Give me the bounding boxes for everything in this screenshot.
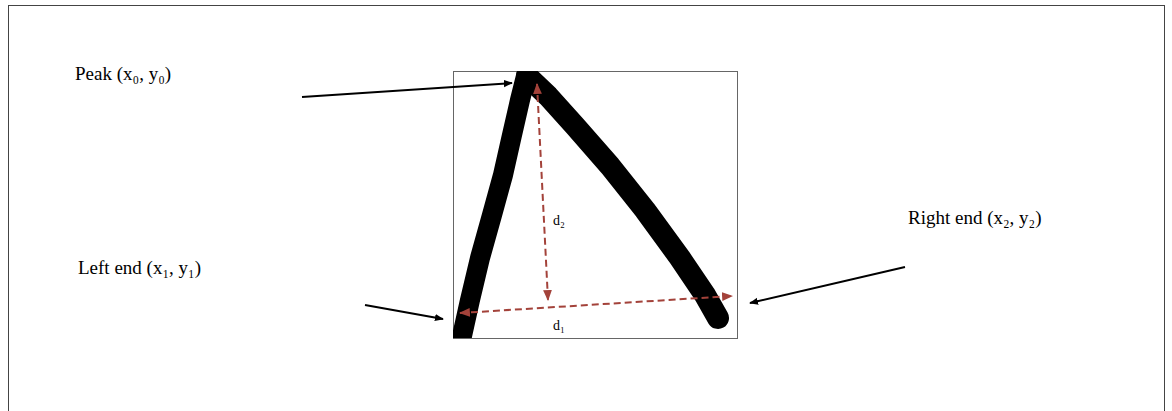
dimension-label: d₁ [553, 318, 565, 333]
leader-arrow [750, 267, 905, 303]
d1-dimension [460, 296, 732, 313]
handwritten-stroke [460, 72, 718, 338]
leader-arrow [365, 305, 443, 319]
point-label: Peak (x₀, y₀) [75, 64, 171, 85]
point-label: Right end (x₂, y₂) [908, 208, 1042, 229]
figure-frame [9, 6, 1165, 411]
point-label: Left end (x₁, y₁) [78, 258, 201, 279]
d2-dimension [537, 84, 548, 300]
dimension-label: d₂ [553, 213, 565, 228]
leader-arrow [302, 83, 512, 97]
